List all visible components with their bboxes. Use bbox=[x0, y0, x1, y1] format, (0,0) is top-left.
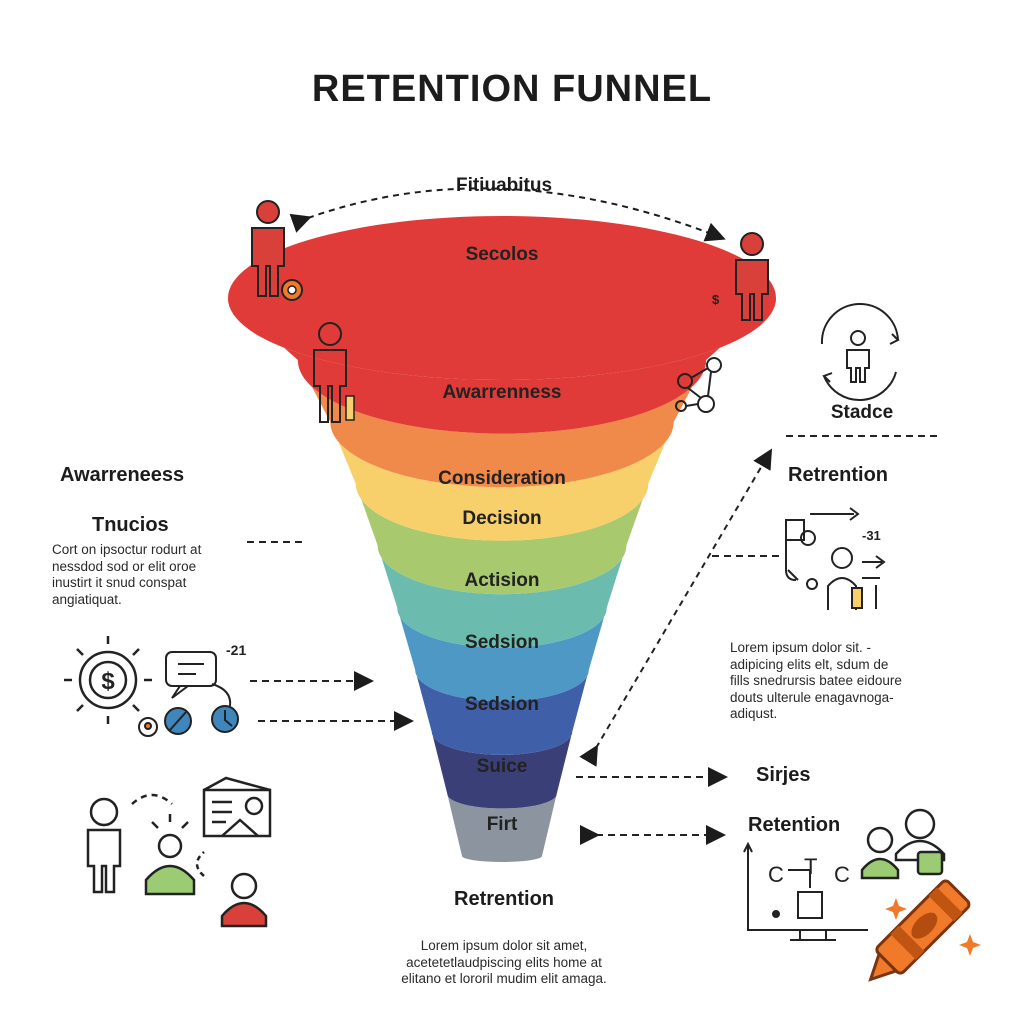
svg-text:$: $ bbox=[101, 668, 115, 695]
c-letters: C T C bbox=[768, 854, 850, 887]
funnel: SecolosAwarrennessConsiderationDecisionA… bbox=[228, 216, 776, 862]
right-para-line: Lorem ipsum dolor sit. - bbox=[730, 640, 872, 655]
funnel-stage-label: Sedsion bbox=[465, 632, 539, 653]
stadce-label: Stadce bbox=[831, 402, 893, 423]
funnel-stage-label: Consideration bbox=[438, 468, 566, 489]
funnel-stage-7 bbox=[415, 670, 589, 755]
crayon-icon bbox=[868, 879, 971, 982]
funnel-stage-6 bbox=[397, 608, 607, 702]
top-label: Fitiuabitus bbox=[456, 175, 552, 196]
bottom-paragraph: Lorem ipsum dolor sit amet, acetetetlaud… bbox=[0, 938, 1008, 988]
funnel-stage-4 bbox=[355, 484, 649, 595]
letter-c-2: C bbox=[834, 862, 850, 887]
top-double-arrow bbox=[289, 187, 726, 242]
image-card-icon bbox=[202, 776, 272, 838]
funnel-stage-label: Decision bbox=[462, 508, 541, 529]
svg-text:$: $ bbox=[712, 292, 720, 307]
funnel-stage-label: Actision bbox=[465, 570, 540, 591]
left-para-line: angiatiquat. bbox=[52, 591, 122, 607]
gear-dollar-icon: $ bbox=[64, 636, 152, 724]
funnel-stage-label: Firt bbox=[487, 814, 518, 835]
right-heading-sirjes: Sirjes bbox=[756, 764, 811, 786]
clock-icons bbox=[138, 705, 239, 737]
funnel-stage-label: Awarrenness bbox=[443, 382, 562, 403]
workflow-icon bbox=[785, 507, 886, 610]
bottom-para-line: elitano et lororil mudim elit amaga. bbox=[401, 971, 607, 986]
left-heading-awareness: Awarreneess bbox=[60, 464, 185, 486]
rotate-person-icon bbox=[820, 303, 900, 402]
person-inside-icon bbox=[313, 322, 355, 423]
bottom-para-line: acetetetlaudpiscing elits home at bbox=[406, 954, 602, 970]
bottom-para-line: Lorem ipsum dolor sit amet, bbox=[420, 938, 588, 953]
team-icon bbox=[860, 808, 946, 880]
chat-icon bbox=[165, 651, 232, 707]
bottom-heading: Retrention bbox=[454, 888, 554, 910]
left-para-line: inustirt it snud conspat bbox=[52, 575, 187, 590]
right-para-line: adipicing elits elt, sdum de bbox=[730, 656, 889, 672]
sparkle-icon bbox=[885, 898, 981, 956]
left-para-line: nessdod sod or elit oroe bbox=[52, 558, 197, 574]
badge-21: -21 bbox=[226, 642, 246, 658]
page-title: RETENTION FUNNEL bbox=[311, 68, 713, 110]
funnel-stage-label: Suice bbox=[477, 756, 528, 777]
left-para-line: Cort on ipsoctur rodurt at bbox=[52, 542, 202, 557]
letter-c-1: C bbox=[768, 862, 784, 887]
funnel-top-cap bbox=[228, 216, 776, 380]
funnel-stage-9 bbox=[447, 794, 557, 862]
right-heading-retention2: Retention bbox=[748, 814, 841, 836]
analytics-chart-icon bbox=[743, 841, 868, 941]
right-paragraph: Lorem ipsum dolor sit. - adipicing elits… bbox=[730, 640, 970, 723]
person-cash-icon: $ bbox=[712, 232, 769, 321]
network-icon bbox=[675, 357, 722, 413]
funnel-stage-1 bbox=[228, 298, 776, 434]
funnel-stage-label: Secolos bbox=[466, 244, 539, 265]
right-heading-retention: Retrention bbox=[788, 464, 888, 486]
diagonal-double-arrow bbox=[579, 448, 773, 767]
right-para-line: fills snedrursis batee eidoure bbox=[730, 673, 902, 688]
funnel-stage-label: Sedsion bbox=[465, 694, 539, 715]
people-network-icon bbox=[86, 793, 268, 928]
right-para-line: douts ulterule enagavnoga- bbox=[730, 689, 894, 705]
left-heading-tnucios: Tnucios bbox=[92, 514, 169, 536]
funnel-stage-8 bbox=[431, 732, 573, 809]
funnel-stage-5 bbox=[377, 546, 627, 648]
person-gear-icon bbox=[251, 200, 303, 301]
letter-t: T bbox=[804, 854, 817, 879]
badge-31: -31 bbox=[862, 528, 881, 543]
right-para-line: adiqust. bbox=[730, 706, 778, 721]
left-paragraph: Cort on ipsoctur rodurt at nessdod sod o… bbox=[52, 542, 252, 608]
